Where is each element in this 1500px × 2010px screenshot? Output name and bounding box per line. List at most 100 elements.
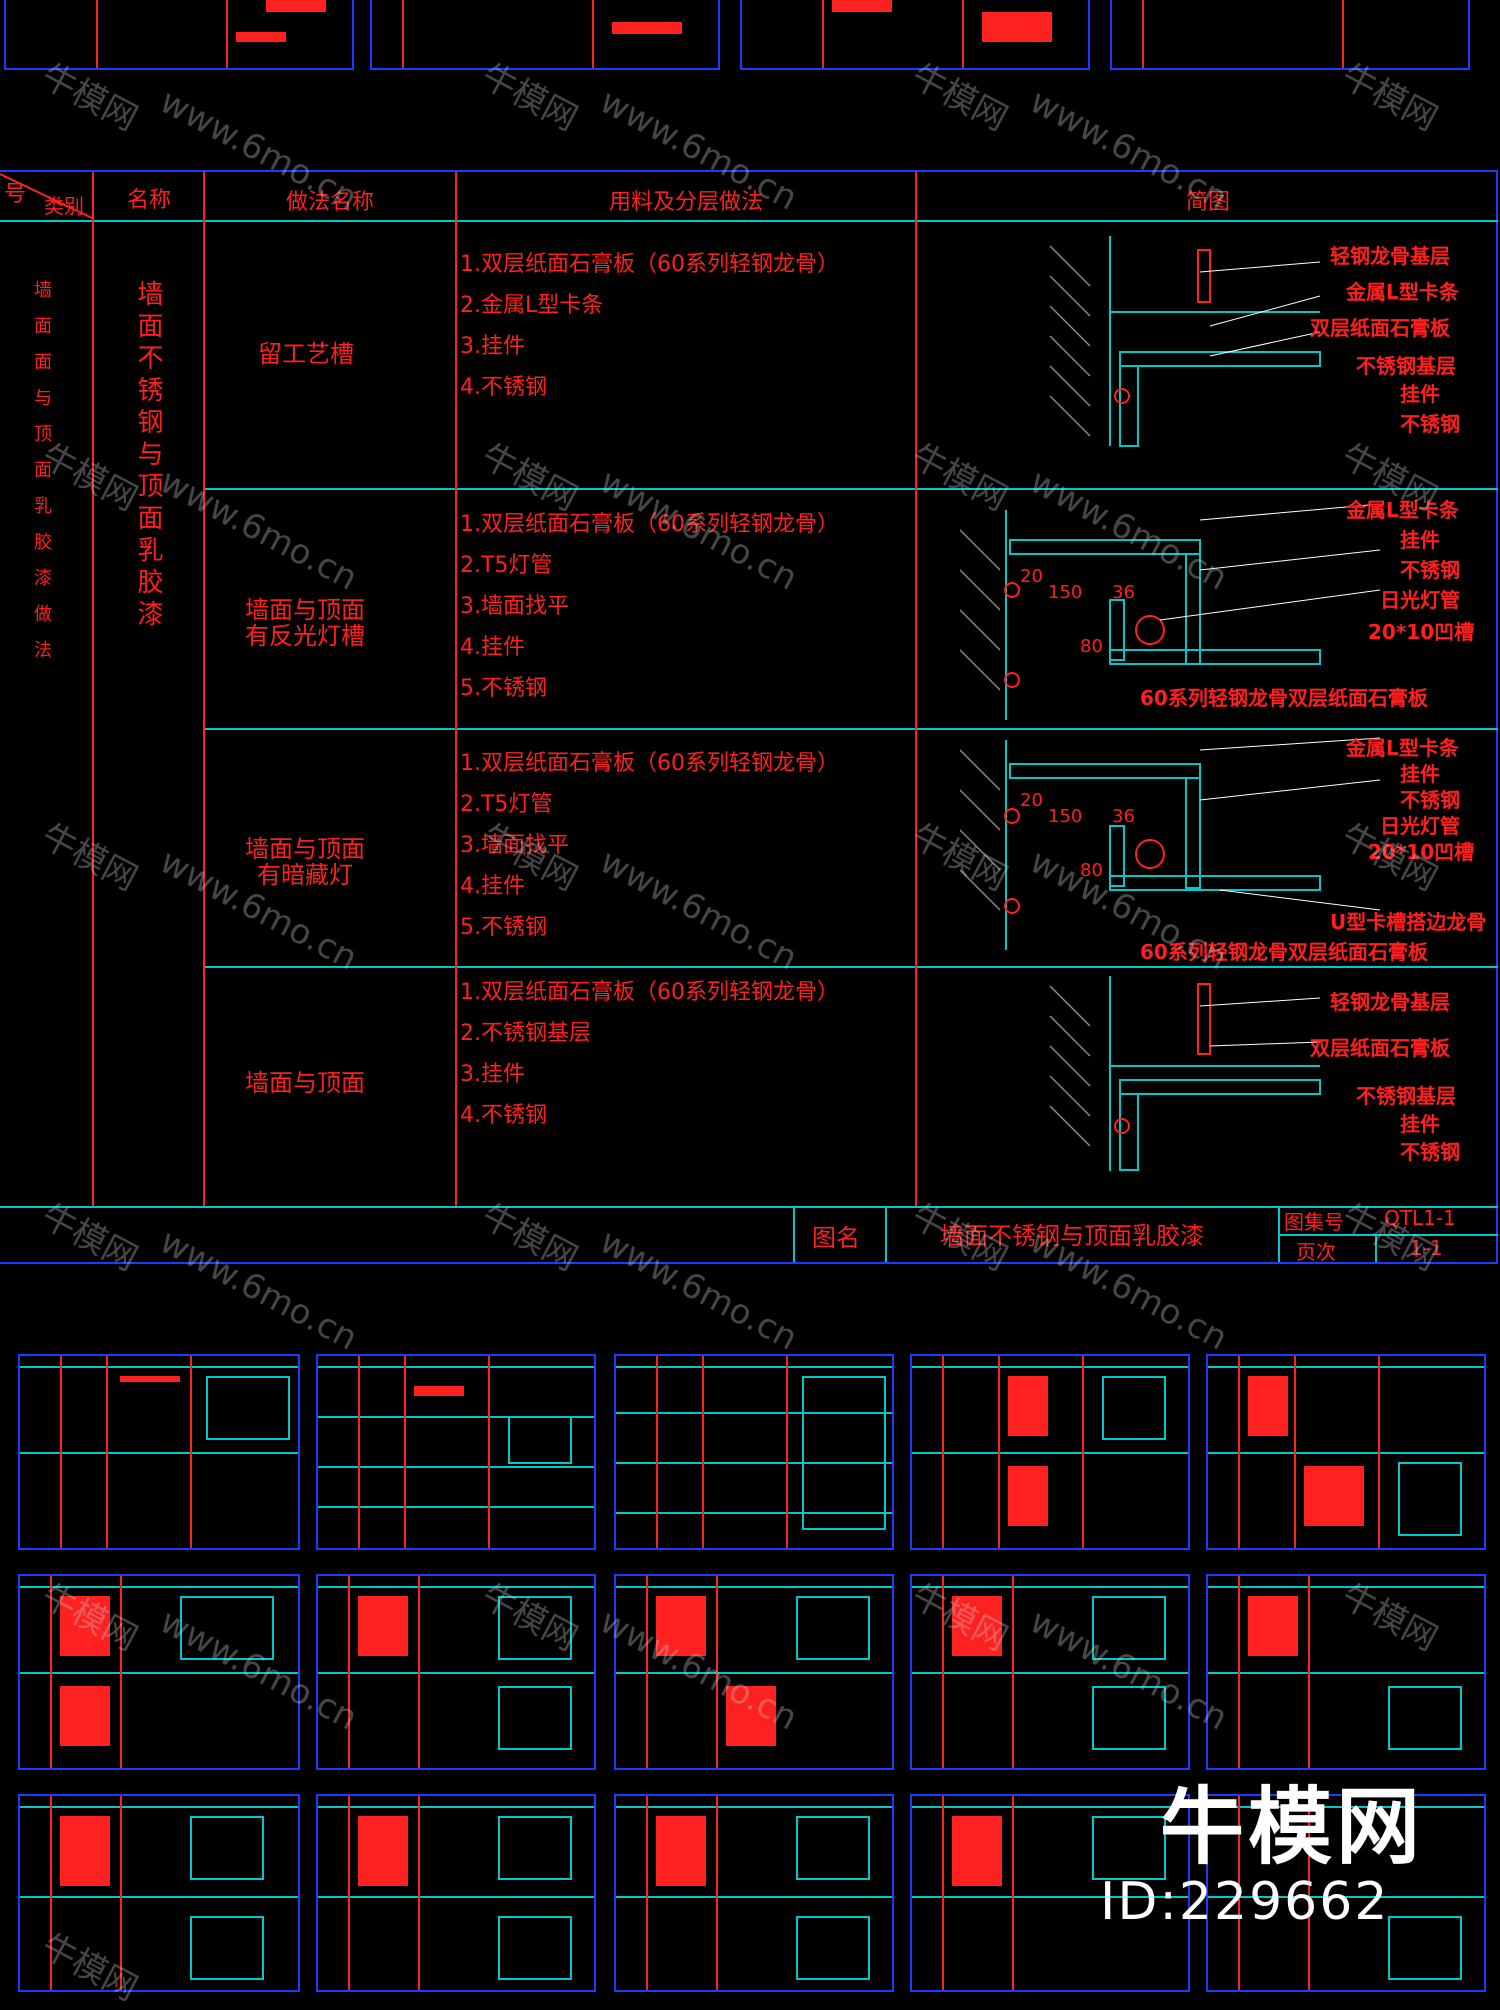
atlas-number-label: 图集号 xyxy=(1284,1210,1344,1234)
header-divider xyxy=(0,220,1498,222)
dimension-label: 36 xyxy=(1112,582,1135,603)
callout-label: 不锈钢基层 xyxy=(1356,354,1456,378)
drawing-thumbnail[interactable] xyxy=(316,1354,596,1550)
header-diagram: 简图 xyxy=(1185,190,1230,215)
callout-label: 双层纸面石膏板 xyxy=(1310,1036,1450,1060)
material-item: 3.墙面找平 xyxy=(460,594,569,619)
callout-label: U型卡槽搭边龙骨 xyxy=(1330,910,1487,934)
callout-label: 轻钢龙骨基层 xyxy=(1330,244,1450,268)
drawing-thumbnail[interactable] xyxy=(370,0,720,70)
material-item: 1.双层纸面石膏板（60系列轻钢龙骨） xyxy=(460,252,839,277)
callout-label: 20*10凹槽 xyxy=(1368,840,1475,864)
callout-label: 金属L型卡条 xyxy=(1346,280,1459,304)
figure-name: 墙面不锈钢与顶面乳胶漆 xyxy=(940,1222,1204,1250)
sheet-frame xyxy=(0,170,1498,1264)
drawing-thumbnail[interactable] xyxy=(1206,1794,1486,1992)
page-label: 页次 xyxy=(1296,1240,1336,1264)
dimension-label: 36 xyxy=(1112,806,1135,827)
material-item: 1.双层纸面石膏板（60系列轻钢龙骨） xyxy=(460,980,839,1005)
callout-label: 挂件 xyxy=(1400,1112,1440,1136)
name-vertical-text: 墙面不锈钢与顶面乳胶漆 xyxy=(133,280,163,632)
drawing-thumbnail[interactable] xyxy=(18,1794,300,1992)
drawing-thumbnail[interactable] xyxy=(316,1794,596,1992)
material-item: 2.金属L型卡条 xyxy=(460,293,604,318)
drawing-thumbnail[interactable] xyxy=(910,1794,1190,1992)
column-divider xyxy=(455,172,457,1206)
callout-label: 双层纸面石膏板 xyxy=(1310,316,1450,340)
drawing-thumbnail[interactable] xyxy=(614,1354,894,1550)
method-name: 墙面与顶面 有暗藏灯 xyxy=(245,835,365,889)
callout-label: 金属L型卡条 xyxy=(1346,736,1459,760)
category-vertical-text: 墙面面与顶面乳胶漆做法 xyxy=(31,280,52,676)
material-item: 1.双层纸面石膏板（60系列轻钢龙骨） xyxy=(460,751,839,776)
drawing-thumbnail[interactable] xyxy=(910,1354,1190,1550)
dimension-label: 20 xyxy=(1020,566,1043,587)
page-number: 1-1 xyxy=(1410,1236,1443,1260)
callout-label: 挂件 xyxy=(1400,528,1440,552)
footer-divider xyxy=(1278,1234,1498,1236)
drawing-thumbnail[interactable] xyxy=(4,0,354,70)
callout-label: 不锈钢 xyxy=(1400,788,1460,812)
footer-divider xyxy=(0,1206,1498,1208)
footer-divider xyxy=(885,1206,887,1262)
drawing-thumbnail[interactable] xyxy=(1206,1354,1486,1550)
column-divider xyxy=(915,172,917,1206)
callout-label: 金属L型卡条 xyxy=(1346,498,1459,522)
material-item: 2.T5灯管 xyxy=(460,792,553,817)
method-name: 墙面与顶面 xyxy=(245,1069,365,1097)
drawing-thumbnail[interactable] xyxy=(1110,0,1470,70)
row-divider xyxy=(205,488,1498,490)
drawing-thumbnail[interactable] xyxy=(740,0,1090,70)
footer-divider xyxy=(793,1206,795,1262)
column-divider xyxy=(92,172,94,1206)
callout-label: 挂件 xyxy=(1400,382,1440,406)
drawing-thumbnail[interactable] xyxy=(910,1574,1190,1770)
material-item: 1.双层纸面石膏板（60系列轻钢龙骨） xyxy=(460,512,839,537)
method-name: 墙面与顶面 有反光灯槽 xyxy=(245,596,365,650)
material-item: 4.挂件 xyxy=(460,635,525,660)
drawing-thumbnail[interactable] xyxy=(1206,1574,1486,1770)
row-divider xyxy=(205,966,1498,968)
material-item: 5.不锈钢 xyxy=(460,915,547,940)
dimension-label: 20 xyxy=(1020,790,1043,811)
drawing-thumbnail[interactable] xyxy=(614,1794,894,1992)
header-method-name: 做法名称 xyxy=(285,190,374,215)
material-item: 4.挂件 xyxy=(460,874,525,899)
drawing-thumbnail[interactable] xyxy=(18,1354,300,1550)
brand-id: ID:229662 xyxy=(1100,1872,1390,1932)
callout-label: 挂件 xyxy=(1400,762,1440,786)
atlas-number: QTL1-1 xyxy=(1384,1206,1456,1230)
drawing-thumbnail[interactable] xyxy=(614,1574,894,1770)
header-number: 号 xyxy=(3,182,26,207)
callout-label: 60系列轻钢龙骨双层纸面石膏板 xyxy=(1140,940,1428,964)
material-item: 5.不锈钢 xyxy=(460,676,547,701)
callout-label: 不锈钢 xyxy=(1400,558,1460,582)
drawing-thumbnail[interactable] xyxy=(18,1574,300,1770)
material-item: 2.T5灯管 xyxy=(460,553,553,578)
dimension-label: 80 xyxy=(1080,860,1103,881)
footer-divider xyxy=(1375,1236,1377,1262)
material-item: 4.不锈钢 xyxy=(460,1103,547,1128)
callout-label: 不锈钢 xyxy=(1400,1140,1460,1164)
figure-name-label: 图名 xyxy=(812,1224,860,1252)
column-divider xyxy=(203,172,205,1206)
material-item: 3.挂件 xyxy=(460,1062,525,1087)
callout-label: 20*10凹槽 xyxy=(1368,620,1475,644)
drawing-thumbnail[interactable] xyxy=(316,1574,596,1770)
header-diagonal xyxy=(0,173,92,219)
method-name: 留工艺槽 xyxy=(258,340,354,368)
callout-label: 不锈钢 xyxy=(1400,412,1460,436)
callout-label: 轻钢龙骨基层 xyxy=(1330,990,1450,1014)
dimension-label: 80 xyxy=(1080,636,1103,657)
callout-label: 60系列轻钢龙骨双层纸面石膏板 xyxy=(1140,686,1428,710)
dimension-label: 150 xyxy=(1048,582,1083,603)
material-item: 3.挂件 xyxy=(460,334,525,359)
callout-label: 日光灯管 xyxy=(1380,814,1460,838)
material-item: 4.不锈钢 xyxy=(460,375,547,400)
callout-label: 不锈钢基层 xyxy=(1356,1084,1456,1108)
header-materials: 用料及分层做法 xyxy=(608,190,763,215)
row-divider xyxy=(205,728,1498,730)
material-item: 3.墙面找平 xyxy=(460,833,569,858)
brand-logo: 牛模网 xyxy=(1160,1778,1425,1876)
callout-label: 日光灯管 xyxy=(1380,588,1460,612)
